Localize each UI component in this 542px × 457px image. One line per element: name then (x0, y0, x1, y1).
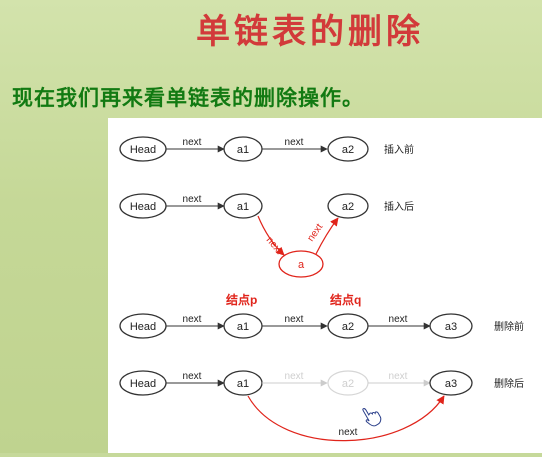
caption-after-delete: 删除后 (494, 377, 524, 390)
node-a3-label: a3 (445, 378, 457, 390)
edge-a-a2 (315, 217, 339, 255)
edge-label: next (339, 427, 358, 438)
row-after-insert: Head next a1 a2 插入后 a next next (119, 193, 414, 278)
edge-label: next (264, 235, 285, 257)
edge-label: next (389, 314, 408, 325)
caption-after-insert: 插入后 (384, 200, 414, 213)
node-head-label: Head (130, 321, 156, 333)
node-a2 (327, 193, 369, 219)
node-a1-label: a1 (237, 378, 249, 390)
node-a3 (429, 370, 473, 396)
edge-label-faded: next (389, 371, 408, 382)
caption-before-delete: 删除前 (494, 320, 524, 333)
node-a-label: a (298, 259, 305, 271)
edge-label: next (183, 371, 202, 382)
node-a2 (327, 136, 369, 162)
node-a (278, 250, 324, 278)
edge-a1-a3-bypass (247, 395, 445, 442)
node-a2-label: a2 (342, 144, 354, 156)
slide-title: 单链表的删除 (196, 12, 424, 52)
marker-node-p: 结点p (226, 292, 257, 307)
node-a3-label: a3 (445, 321, 457, 333)
edge-label: next (183, 194, 202, 205)
node-a2-label: a2 (342, 201, 354, 213)
node-head-label: Head (130, 378, 156, 390)
linked-list-diagram: Head next a1 next a2 插入前 Head next a1 a2… (119, 136, 524, 442)
slide-subtitle: 现在我们再来看单链表的删除操作。 (12, 86, 364, 110)
edge-label: next (183, 137, 202, 148)
diagram-panel: Head next a1 next a2 插入前 Head next a1 a2… (108, 118, 542, 453)
marker-node-q: 结点q (330, 292, 361, 307)
node-head-label: Head (130, 201, 156, 213)
edge-label-faded: next (285, 371, 304, 382)
node-a1 (223, 193, 263, 219)
node-a1-label: a1 (237, 144, 249, 156)
node-head-label: Head (130, 144, 156, 156)
edge-label: next (183, 314, 202, 325)
row-before-insert: Head next a1 next a2 插入前 (119, 136, 414, 162)
node-a1-label: a1 (237, 201, 249, 213)
node-a1-label: a1 (237, 321, 249, 333)
node-a2-label-faded: a2 (342, 378, 354, 390)
caption-before-insert: 插入前 (384, 143, 414, 156)
node-a2-label: a2 (342, 321, 354, 333)
row-after-delete: Head next a1 next a2 next a3 删除后 next (119, 370, 524, 442)
edge-label: next (305, 222, 325, 244)
edge-label: next (285, 137, 304, 148)
hand-cursor-icon (362, 408, 382, 427)
edge-a1-a (257, 215, 285, 256)
row-before-delete: 结点p 结点q Head next a1 next a2 next a3 删除前 (119, 292, 524, 339)
edge-label: next (285, 314, 304, 325)
node-a3 (429, 313, 473, 339)
